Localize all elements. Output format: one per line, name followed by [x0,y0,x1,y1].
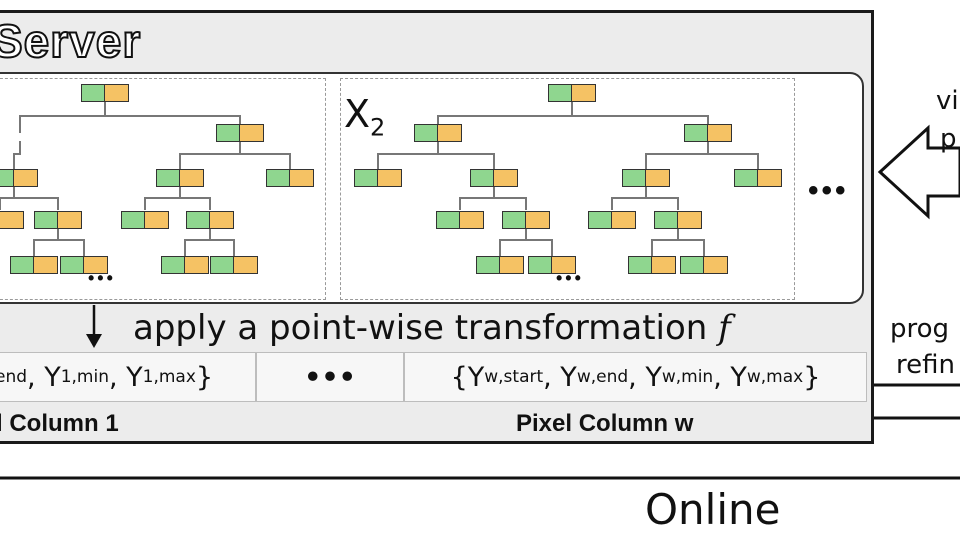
tree-ellipsis: ••• [556,268,584,288]
tree-node [210,256,258,274]
tree-node [588,211,636,229]
side-text-3: prog [890,314,950,344]
tree-node [0,169,38,187]
column-label-1: l Column 1 [0,410,119,437]
tree-node [470,169,518,187]
tree-node [156,169,204,187]
tree-node [60,256,108,274]
tree-node [436,211,484,229]
x2-label: X2 [344,92,386,142]
tree-box-2 [340,78,795,300]
tree-node [216,124,264,142]
side-text-1: vi [936,86,959,116]
transform-caption: apply a point-wise transformation f [133,308,731,348]
tree-node [186,211,234,229]
panel-ellipsis: ••• [808,174,849,207]
tree-node [0,211,24,229]
tree-node [622,169,670,187]
tree-node [414,124,462,142]
tree-box-1 [0,78,326,300]
server-title: Server [0,14,142,68]
online-label: Online [645,485,781,534]
tree-node [628,256,676,274]
tree-node [528,256,576,274]
tree-node [502,211,550,229]
tree-node [548,84,596,102]
tree-node [161,256,209,274]
tree-node [680,256,728,274]
tree-node [121,211,169,229]
side-text-2: p [940,124,957,154]
side-text-4: refin [896,350,955,380]
pixel-cell-middle: ••• [256,352,404,402]
column-label-w: Pixel Column w [516,410,694,437]
tree-ellipsis: ••• [88,268,116,288]
tree-node [34,211,82,229]
tree-node [654,211,702,229]
tree-node [81,84,129,102]
pixel-cell-1: end, Y1,min, Y1,max} [0,352,256,402]
tree-node [354,169,402,187]
tree-node [684,124,732,142]
tree-node [476,256,524,274]
tree-node [10,256,58,274]
tree-node [734,169,782,187]
tree-node [266,169,314,187]
